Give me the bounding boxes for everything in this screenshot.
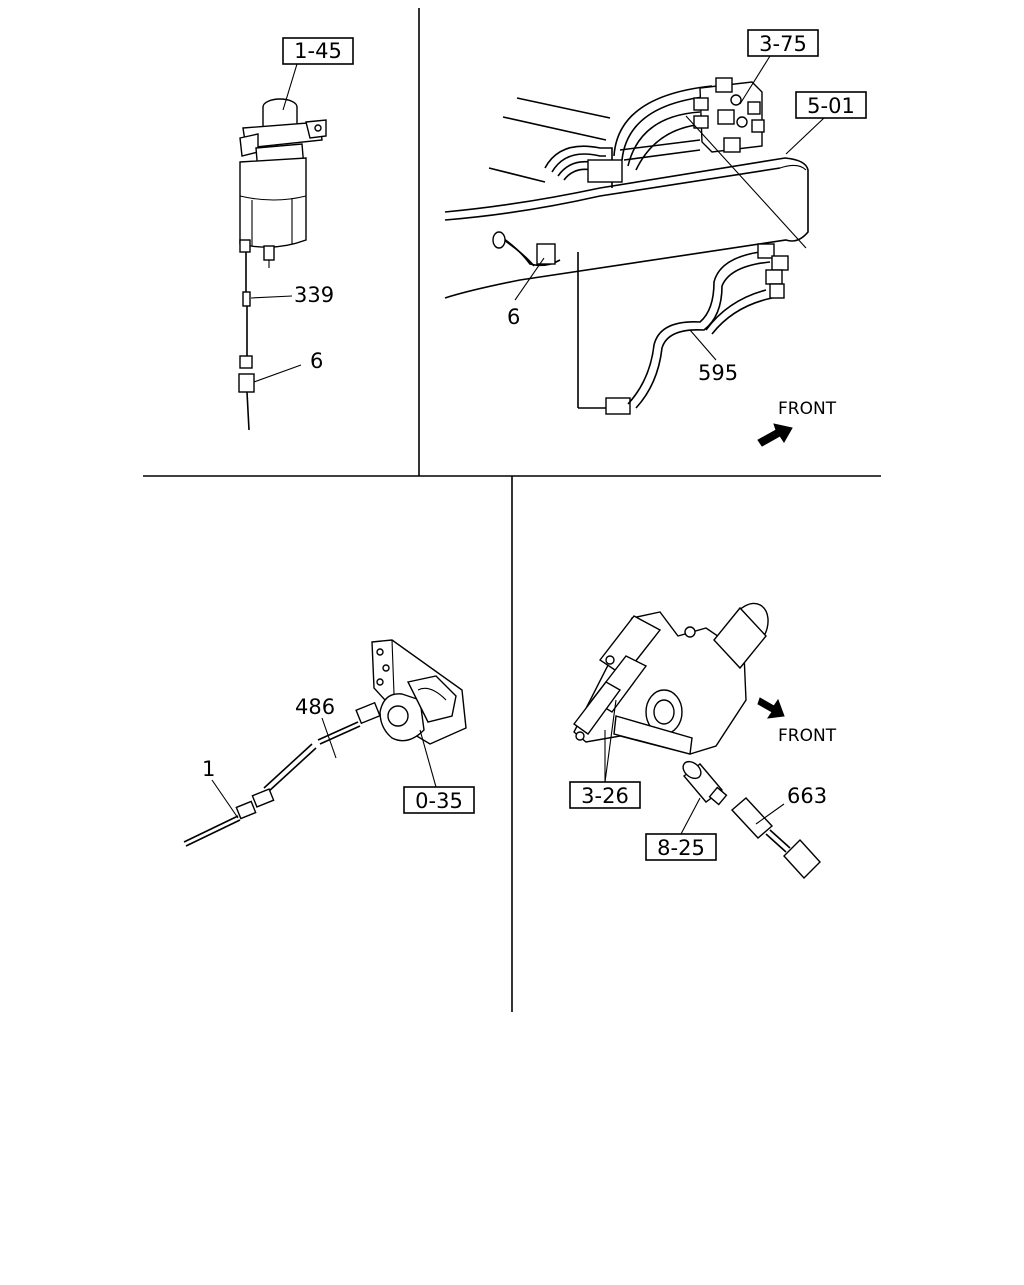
panel-fuel-filter: 1-45 339 6: [238, 37, 354, 431]
harness-595: [492, 231, 789, 415]
callout-8-25: 8-25: [645, 797, 717, 861]
label-339: 339: [294, 283, 334, 307]
callout-6-right: 6: [507, 257, 545, 329]
callout-339: 339: [250, 283, 334, 307]
fuel-filter-assembly: [238, 98, 327, 431]
ref-box-1-45: 1-45: [294, 39, 342, 63]
callout-6-left: 6: [253, 349, 323, 383]
pump-assembly: [573, 602, 769, 755]
bracket-assembly: [371, 639, 467, 745]
front-indicator-bottom: FRONT: [757, 697, 837, 746]
label-486: 486: [295, 695, 335, 719]
valve-block: [693, 77, 765, 153]
harness-486: [183, 701, 381, 847]
ref-box-0-35: 0-35: [415, 789, 463, 813]
callout-486: 486: [295, 695, 337, 759]
front-arrow-icon-bottom: [757, 697, 785, 719]
callout-1: 1: [202, 757, 239, 819]
panel-dividers: [143, 8, 881, 1012]
callout-663: 663: [755, 784, 827, 825]
callout-595: 595: [689, 329, 738, 385]
panel-frame-harness: 3-75 5-01 6 595 FRONT: [444, 29, 867, 447]
ref-box-8-25: 8-25: [657, 836, 705, 860]
pressure-sensor: [682, 760, 728, 806]
frame-rail: [444, 97, 809, 299]
label-6-left: 6: [310, 349, 323, 373]
panel-pump-sensor: FRONT 3-26 8-25 663: [569, 602, 837, 880]
label-1: 1: [202, 757, 215, 781]
label-663: 663: [787, 784, 827, 808]
label-595: 595: [698, 361, 738, 385]
front-indicator-top: FRONT: [757, 399, 837, 447]
callout-3-75: 3-75: [739, 29, 819, 105]
callout-3-26: 3-26: [569, 699, 641, 809]
front-arrow-icon: [757, 423, 793, 447]
label-6-right: 6: [507, 305, 520, 329]
front-label-bottom: FRONT: [778, 726, 837, 746]
harness-663: [730, 797, 821, 880]
air-lines: [544, 85, 713, 188]
panel-switch-harness: 486 1 0-35: [183, 639, 475, 847]
front-label-top: FRONT: [778, 399, 837, 419]
callout-5-01: 5-01: [685, 91, 867, 249]
callout-0-35: 0-35: [403, 729, 475, 814]
ref-box-5-01: 5-01: [807, 94, 855, 118]
callout-1-45: 1-45: [282, 37, 354, 111]
ref-box-3-26: 3-26: [581, 784, 629, 808]
ref-box-3-75: 3-75: [759, 32, 807, 56]
